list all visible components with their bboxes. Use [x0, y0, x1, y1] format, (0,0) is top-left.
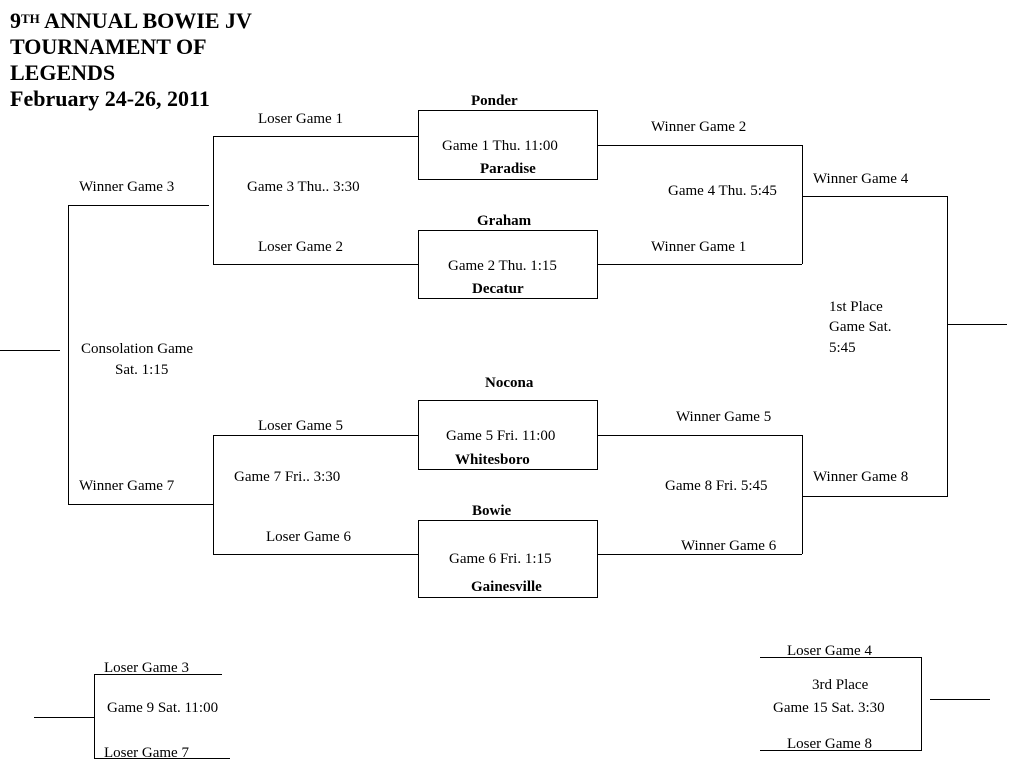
title-date: February 24-26, 2011 [10, 86, 210, 111]
game-3-label: Game 3 Thu.. 3:30 [247, 179, 360, 195]
game-8-label: Game 8 Fri. 5:45 [665, 478, 768, 494]
game-3-top-entrant: Loser Game 1 [258, 111, 343, 127]
first-place-output-line [947, 324, 1007, 325]
game-4-connector [802, 145, 803, 264]
team-whitesboro: Whitesboro [455, 452, 530, 468]
third-place-top-entrant: Loser Game 4 [787, 643, 872, 659]
game-8-top-line [598, 435, 802, 436]
game-1-label: Game 1 Thu. 11:00 [442, 138, 558, 154]
team-paradise: Paradise [480, 161, 536, 177]
game-8-bottom-line [598, 554, 802, 555]
game-6-label: Game 6 Fri. 1:15 [449, 551, 552, 567]
consolation-top-entrant: Winner Game 3 [79, 179, 175, 195]
game-2-box [418, 230, 598, 299]
game-7-bottom-line [213, 554, 418, 555]
third-place-bottom-entrant: Loser Game 8 [787, 736, 872, 752]
game-9-label: Game 9 Sat. 11:00 [107, 700, 219, 716]
game-2-label: Game 2 Thu. 1:15 [448, 258, 557, 274]
title-line-3: LEGENDS [10, 60, 116, 85]
game-9-top-entrant: Loser Game 3 [104, 660, 189, 676]
consolation-top-line [68, 205, 209, 206]
game-9-connector [94, 674, 95, 758]
third-place-bottom-line [760, 750, 921, 751]
game-9-bottom-entrant: Loser Game 7 [104, 745, 189, 761]
game-7-bottom-entrant: Loser Game 6 [266, 529, 351, 545]
game-3-bottom-line [213, 264, 418, 265]
consolation-output-line [0, 350, 60, 351]
consolation-bottom-line [68, 504, 213, 505]
tournament-title: 9TH ANNUAL BOWIE JV TOURNAMENT OF LEGEND… [10, 8, 252, 112]
consolation-connector [68, 205, 69, 505]
game-8-top-entrant: Winner Game 5 [676, 409, 772, 425]
first-place-label-line-3: 5:45 [829, 340, 856, 356]
game-3-connector [213, 136, 214, 264]
title-line-2: TOURNAMENT OF [10, 34, 207, 59]
game-7-label: Game 7 Fri.. 3:30 [234, 469, 341, 485]
first-place-top-entrant: Winner Game 4 [813, 171, 909, 187]
consolation-label-line-2: Sat. 1:15 [115, 362, 169, 378]
first-place-label-line-2: Game Sat. [829, 319, 892, 335]
game-8-bottom-entrant: Winner Game 6 [681, 538, 777, 554]
first-place-bottom-entrant: Winner Game 8 [813, 469, 909, 485]
game-5-label: Game 5 Fri. 11:00 [446, 428, 556, 444]
third-place-top-line [760, 657, 921, 658]
third-place-connector [921, 657, 922, 751]
third-place-label-line-1: 3rd Place [812, 677, 869, 693]
third-place-label-line-2: Game 15 Sat. 3:30 [773, 700, 885, 716]
team-gainesville: Gainesville [471, 579, 542, 595]
game-8-connector [802, 435, 803, 554]
third-place-output-line [930, 699, 990, 700]
game-9-output-line [34, 717, 94, 718]
game-4-top-entrant: Winner Game 2 [651, 119, 747, 135]
consolation-label-line-1: Consolation Game [81, 341, 194, 357]
game-6-box [418, 520, 598, 598]
team-graham: Graham [477, 213, 532, 229]
game-1-box [418, 110, 598, 180]
first-place-connector [947, 196, 948, 497]
game-5-box [418, 400, 598, 470]
game-4-label: Game 4 Thu. 5:45 [668, 183, 777, 199]
game-9-bottom-line [94, 758, 230, 759]
game-7-top-entrant: Loser Game 5 [258, 418, 343, 434]
game-4-bottom-entrant: Winner Game 1 [651, 239, 747, 255]
first-place-top-line [802, 196, 947, 197]
game-3-top-line [213, 136, 418, 137]
team-nocona: Nocona [485, 375, 534, 391]
game-4-bottom-line [598, 264, 802, 265]
title-line-1: 9TH ANNUAL BOWIE JV [10, 8, 252, 33]
game-7-connector [213, 435, 214, 554]
first-place-bottom-line [802, 496, 947, 497]
team-bowie: Bowie [472, 503, 512, 519]
game-4-top-line [598, 145, 802, 146]
game-7-top-line [213, 435, 418, 436]
first-place-label-line-1: 1st Place [829, 299, 883, 315]
game-3-bottom-entrant: Loser Game 2 [258, 239, 343, 255]
team-ponder: Ponder [471, 93, 518, 109]
team-decatur: Decatur [472, 281, 524, 297]
consolation-bottom-entrant: Winner Game 7 [79, 478, 175, 494]
game-9-top-line [94, 674, 222, 675]
